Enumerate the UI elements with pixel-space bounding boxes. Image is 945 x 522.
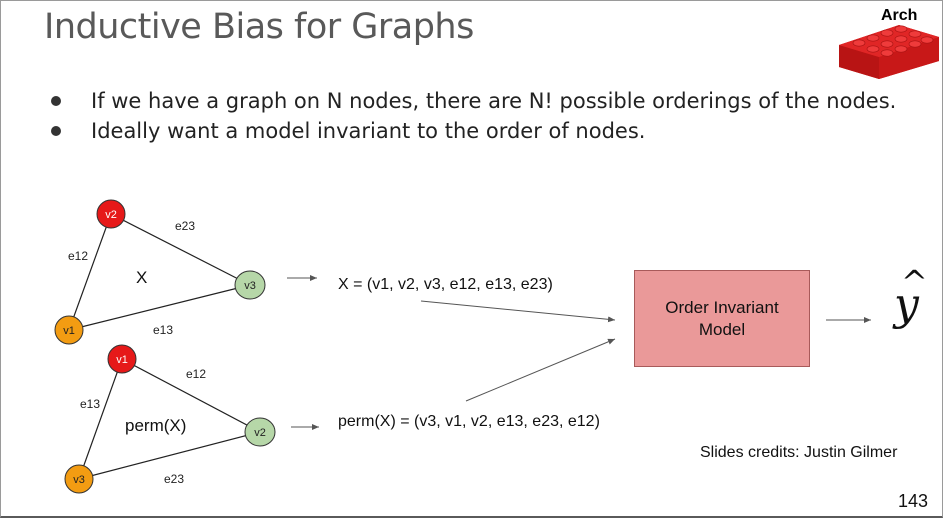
node-top-v3 — [234, 270, 266, 300]
node-bottom-v2-label: v2 — [254, 427, 266, 439]
node-bottom-v1 — [107, 344, 137, 374]
output-y-hat: ^ y — [894, 263, 928, 330]
arrow-formula-top-to-model — [420, 300, 616, 323]
edge-bottom-e12 — [121, 358, 261, 433]
bullet-item: If we have a graph on N nodes, there are… — [51, 86, 896, 116]
node-top-v2-label: v2 — [105, 209, 117, 221]
arch-label: Arch — [881, 7, 918, 24]
bullet-dot-icon — [51, 126, 61, 136]
node-bottom-v3-label: v3 — [73, 474, 85, 486]
node-top-v1 — [54, 315, 84, 345]
node-top-v1-label: v1 — [63, 325, 75, 337]
edge-label-top-e23: e23 — [175, 219, 195, 233]
bullet-list: If we have a graph on N nodes, there are… — [51, 86, 896, 146]
edge-bottom-e23 — [78, 431, 261, 480]
formula-top: X = (v1, v2, v3, e12, e13, e23) — [338, 276, 553, 293]
node-bottom-v2 — [244, 417, 276, 447]
model-label-line1: Order Invariant — [665, 297, 779, 317]
slide-title: Inductive Bias for Graphs — [44, 7, 474, 47]
edge-label-top-e13: e13 — [153, 323, 173, 337]
page-number: 143 — [898, 491, 929, 511]
lego-brick-icon — [839, 25, 939, 79]
bullet-text: Ideally want a model invariant to the or… — [91, 119, 646, 143]
graph-top-label: X — [136, 268, 147, 287]
edge-label-bottom-e12: e12 — [186, 367, 206, 381]
node-bottom-v3 — [64, 464, 94, 494]
bullet-item: Ideally want a model invariant to the or… — [51, 116, 896, 146]
bullet-dot-icon — [51, 96, 61, 106]
node-bottom-v1-label: v1 — [116, 354, 128, 366]
model-label-line2: Model — [698, 319, 746, 339]
node-top-v2 — [96, 199, 126, 229]
edge-bottom-e13 — [78, 358, 123, 480]
edge-top-e13 — [68, 284, 251, 331]
edge-label-bottom-e13: e13 — [80, 397, 100, 411]
edge-top-e12 — [68, 213, 112, 331]
graph-bottom-label: perm(X) — [125, 416, 186, 435]
output-symbol: y — [894, 279, 919, 330]
edge-label-bottom-e23: e23 — [164, 472, 184, 486]
arrow-formula-bottom-to-model — [465, 338, 616, 402]
edge-top-e23 — [110, 213, 251, 286]
node-top-v3-label: v3 — [244, 280, 256, 292]
formula-bottom: perm(X) = (v3, v1, v2, e13, e23, e12) — [338, 413, 600, 430]
slide-credits: Slides credits: Justin Gilmer — [700, 444, 898, 461]
bullet-text: If we have a graph on N nodes, there are… — [91, 89, 897, 113]
hat-symbol: ^ — [901, 263, 928, 301]
edge-label-top-e12: e12 — [68, 249, 88, 263]
order-invariant-model-box: Order Invariant Model — [634, 270, 810, 367]
